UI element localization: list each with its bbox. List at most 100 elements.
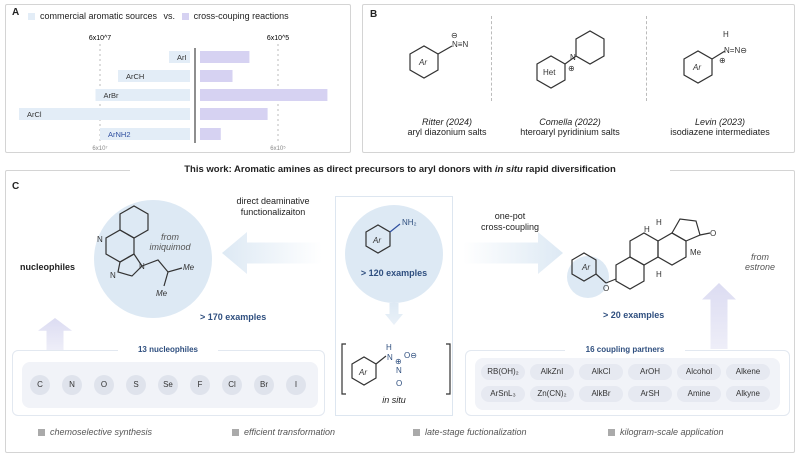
svg-text:⊕: ⊕ [568, 64, 575, 73]
coupling-partner-chip: Alkyne [726, 386, 770, 402]
svg-text:O: O [710, 229, 716, 238]
panel-b-label: B [370, 9, 378, 20]
bar-commercial [95, 89, 190, 101]
benzene-ring [409, 45, 439, 79]
svg-text:O⊖: O⊖ [404, 351, 417, 360]
bar-coupling [200, 128, 221, 140]
feature-item: kilogram-scale application [608, 427, 724, 437]
category-label: ArCl [27, 110, 42, 119]
svg-text:Me: Me [183, 263, 195, 272]
tick-label-left: 6x10⁷ [92, 145, 107, 152]
divider [491, 16, 492, 101]
nucleophiles-title: 13 nucleophiles [118, 345, 218, 354]
coupling-partner-chip: ArSH [628, 386, 672, 402]
feature-text: chemoselective synthesis [50, 427, 153, 437]
coupling-partner-chip: RB(OH)₂ [481, 364, 525, 380]
svg-text:Me: Me [690, 248, 702, 257]
reagent-levin: Levin (2023)isodiazene intermediates [655, 117, 785, 137]
headline: This work: Aromatic amines as direct pre… [130, 164, 670, 175]
bar-coupling [200, 51, 250, 63]
headline-italic: in situ [494, 164, 523, 175]
divider [646, 16, 647, 101]
nucleophile-chip: N [62, 375, 82, 395]
chart-legend: commercial aromatic sources vs. cross-co… [28, 11, 289, 21]
bullet-icon [413, 429, 420, 437]
panel-c-label: C [12, 181, 20, 192]
coupling-title: 16 coupling partners [565, 345, 685, 354]
nucleophiles-label: nucleophiles [20, 262, 76, 272]
from-imiquimod: from imiquimod [149, 232, 191, 252]
headline-text: rapid diversification [522, 164, 616, 175]
benzene-ring [683, 50, 713, 84]
bar-coupling [200, 89, 328, 101]
feature-text: late-stage fuctionalization [425, 427, 527, 437]
legend-commercial: commercial aromatic sources [40, 11, 158, 21]
from-estrone: from estrone [744, 252, 776, 272]
panel-a [5, 4, 351, 153]
svg-text:⊕: ⊕ [395, 357, 402, 366]
description: isodiazene intermediates [670, 127, 770, 137]
reagent-comella: Comella (2022)hteroaryl pyridinium salts [505, 117, 635, 137]
category-label: ArBr [104, 91, 120, 100]
bullet-icon [38, 429, 45, 437]
svg-text:H: H [656, 270, 662, 279]
bullet-icon [232, 429, 239, 437]
svg-text:N: N [110, 271, 116, 280]
svg-text:N: N [139, 262, 145, 271]
feature-item: efficient transformation [232, 427, 335, 437]
aniline-structure: Ar [365, 223, 401, 254]
nucleophile-chip: F [190, 375, 210, 395]
reference-tick-left: 6x10^7 [89, 35, 111, 42]
bar-coupling [200, 108, 268, 120]
svg-text:N: N [97, 235, 103, 244]
svg-text:Het: Het [543, 68, 556, 77]
svg-text:⊕: ⊕ [719, 56, 726, 65]
right-count: > 20 examples [603, 310, 665, 320]
author: Comella (2022) [539, 117, 601, 127]
svg-text:⊖: ⊖ [451, 31, 458, 40]
bar-commercial [19, 108, 190, 120]
in-situ-label: in situ [382, 395, 406, 405]
center-count: > 120 examples [360, 268, 428, 278]
nucleophile-chip: O [94, 375, 114, 395]
legend-vs: vs. [163, 11, 176, 21]
description: aryl diazonium salts [407, 127, 487, 137]
svg-text:Ar: Ar [581, 263, 590, 272]
svg-text:N=N⊖: N=N⊖ [724, 46, 747, 55]
coupling-partner-chip: AlkBr [579, 386, 623, 402]
bar-commercial [169, 51, 190, 63]
coupling-partner-chip: Amine [677, 386, 721, 402]
svg-text:H: H [723, 30, 729, 39]
nucleophile-chip: I [286, 375, 306, 395]
svg-text:H: H [656, 218, 662, 227]
pyridine-ring [575, 30, 605, 65]
left-count: > 170 examples [200, 312, 267, 322]
feature-text: efficient transformation [244, 427, 336, 437]
bar-commercial [100, 128, 190, 140]
feature-text: kilogram-scale application [620, 427, 724, 437]
amine-nh2: NH₂ [402, 218, 417, 227]
coupling-partner-chip: Alcohol [677, 364, 721, 380]
category-label: ArNH2 [108, 130, 131, 139]
coupling-partner-chip: Alkene [726, 364, 770, 380]
panel-a-label: A [12, 7, 20, 18]
legend-swatch-commercial [28, 13, 35, 21]
feature-item: chemoselective synthesis [38, 427, 152, 437]
tick-label-right: 6x10⁵ [270, 145, 286, 152]
nucleophile-chip: Cl [222, 375, 242, 395]
bullet-icon [608, 429, 615, 437]
svg-text:O: O [603, 284, 609, 293]
category-label: ArI [177, 53, 187, 62]
feature-item: late-stage fuctionalization [413, 427, 527, 437]
svg-text:Me: Me [156, 289, 168, 298]
author: Ritter (2024) [421, 117, 473, 127]
svg-text:N≡N: N≡N [452, 40, 468, 49]
reagent-ritter: Ritter (2024)aryl diazonium salts [392, 117, 502, 137]
legend-swatch-coupling [181, 13, 189, 21]
bar-coupling [200, 70, 233, 82]
coupling-partner-chip: AlkCl [579, 364, 623, 380]
headline-text: This work: Aromatic amines as direct pre… [184, 164, 495, 175]
